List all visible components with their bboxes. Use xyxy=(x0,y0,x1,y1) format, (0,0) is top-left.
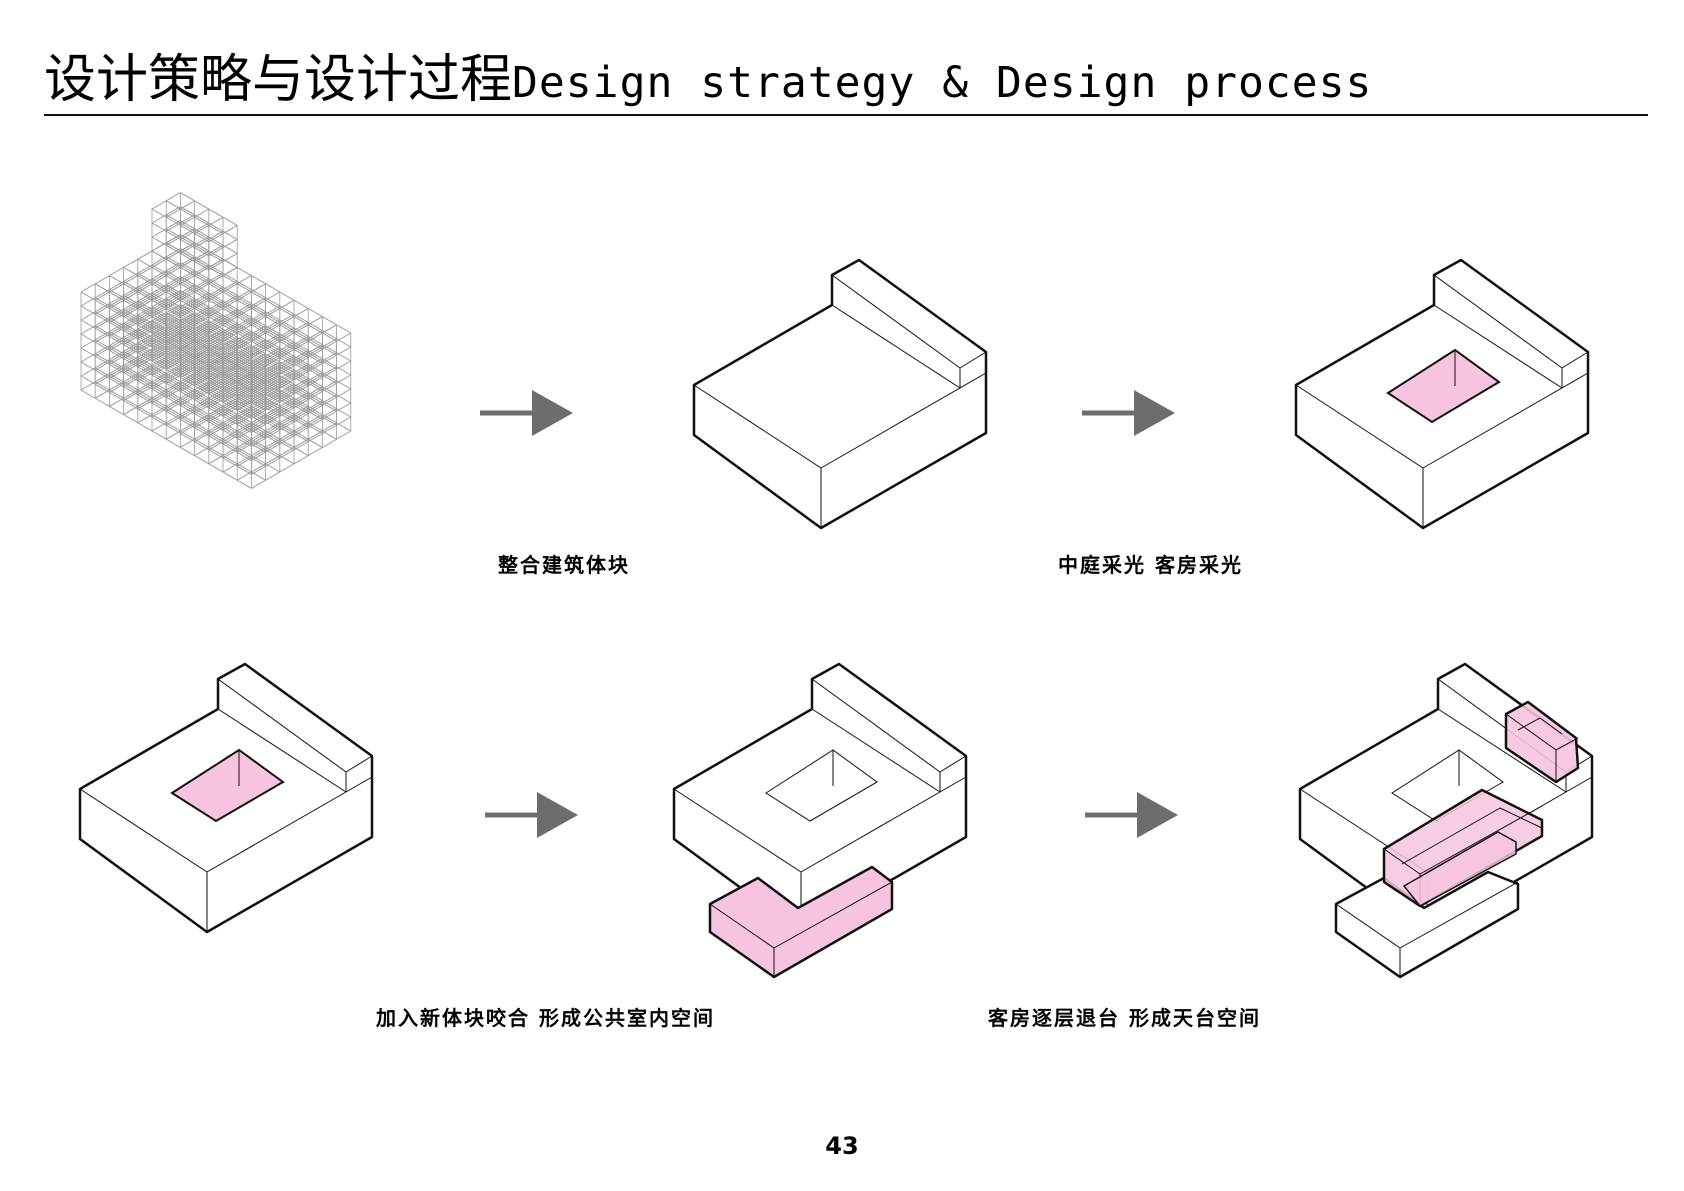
arrow-right-icon xyxy=(1082,390,1175,436)
title-chinese: 设计策略与设计过程 xyxy=(44,50,513,110)
arrow-right-icon xyxy=(1085,792,1178,838)
terrace-block-diagram xyxy=(1298,662,1594,979)
atrium-lighting-diagram xyxy=(1294,258,1590,530)
atrium-void xyxy=(1386,348,1501,424)
page-number: 43 xyxy=(825,1132,859,1160)
interlock-block-diagram xyxy=(672,662,968,979)
title-english: Design strategy & Design process xyxy=(512,58,1373,108)
atrium-block-diagram xyxy=(78,662,374,934)
merged-block-diagram xyxy=(692,258,988,530)
terrace-volume-wing xyxy=(1504,700,1580,784)
arrow-right-icon xyxy=(485,792,578,838)
page-title: 设计策略与设计过程Design strategy & Design proces… xyxy=(44,50,1644,113)
step-caption-2: 中庭采光 客房采光 xyxy=(1058,553,1243,577)
title-underline xyxy=(44,114,1648,116)
structure-grid-diagram xyxy=(80,192,352,489)
arrow-right-icon xyxy=(480,390,573,436)
step-caption-4: 客房逐层退台 形成天台空间 xyxy=(988,1006,1261,1030)
public-space-volume xyxy=(708,865,894,979)
terrace-volume-main xyxy=(1382,788,1544,908)
step-caption-1: 整合建筑体块 xyxy=(498,553,630,577)
step-caption-3: 加入新体块咬合 形成公共室内空间 xyxy=(376,1006,715,1030)
